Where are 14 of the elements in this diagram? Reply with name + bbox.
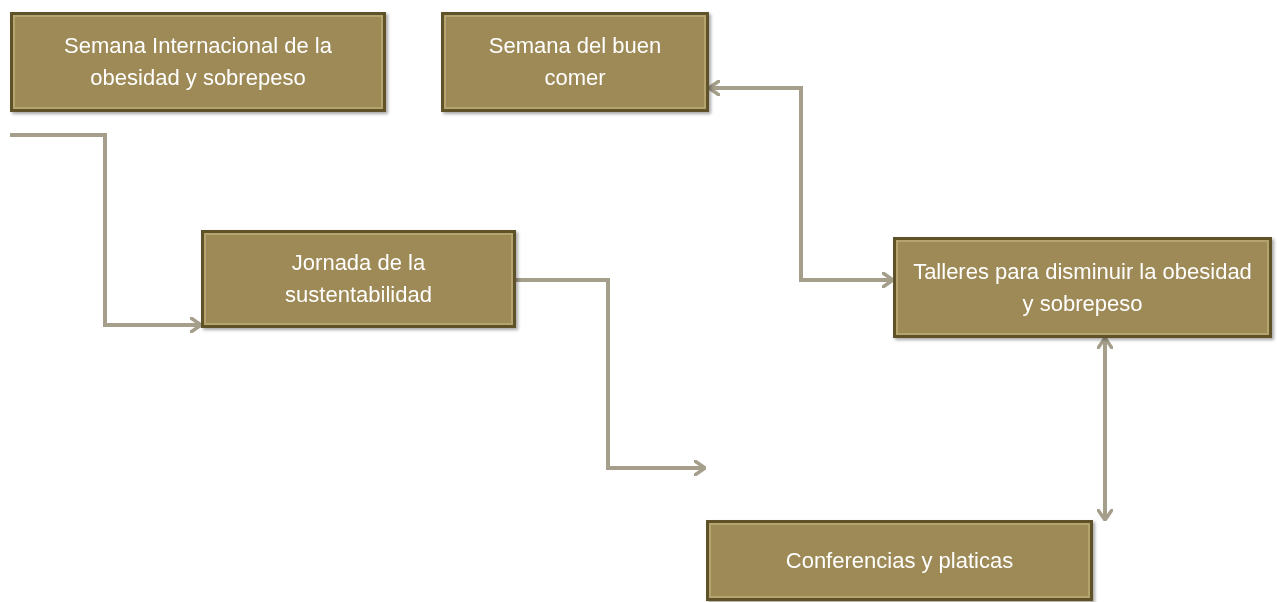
process-box <box>201 230 516 328</box>
box-label: Semana del buen comer <box>487 32 663 92</box>
process-box <box>441 12 709 112</box>
process-box <box>10 12 386 112</box>
box-label: Jornada de la sustentabilidad <box>284 249 433 309</box>
connector-arrow <box>1096 336 1114 522</box>
box-label: Conferencias y platicas <box>784 546 1015 575</box>
connector-arrow <box>516 278 707 477</box>
process-box <box>893 237 1272 338</box>
connector-arrow <box>707 79 895 289</box>
box-label: Semana Internacional de la obesidad y sobrepeso <box>63 32 333 92</box>
box-label: Talleres para disminuir la obesidad y sobrepeso <box>912 257 1253 318</box>
connector-arrow <box>10 133 203 334</box>
process-box <box>706 520 1093 601</box>
